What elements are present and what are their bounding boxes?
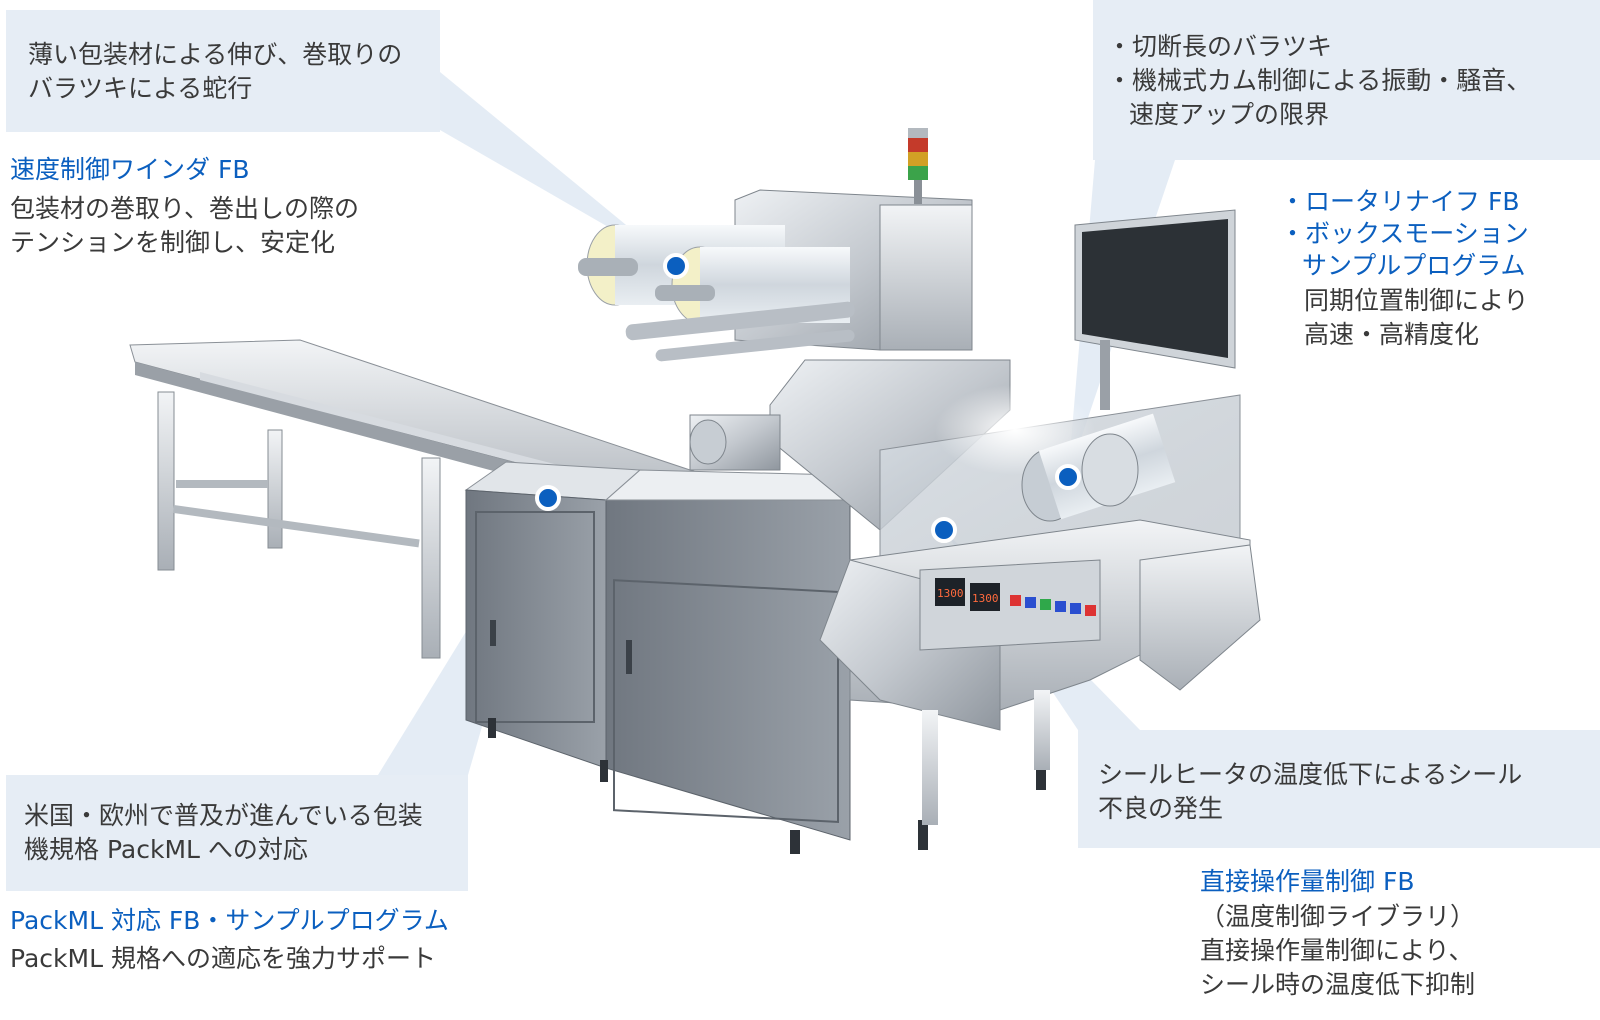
sealer-fb-desc-line-2: 直接操作量制御により、 [1200,936,1474,965]
sealer-fb-title: 直接操作量制御 FB [1200,867,1415,896]
panel-display-1: 1300 [937,587,964,600]
dot-sealer [931,517,957,543]
feed-unit [689,414,781,471]
packml-problem-line-1: 米国・欧州で普及が進んでいる包装 [24,801,423,830]
cutter-fb-title-1: ・ロータリナイフ FB [1280,187,1520,216]
winder-unit [578,189,973,362]
packml-problem-box: 米国・欧州で普及が進んでいる包装 機規格 PackML への対応 [6,775,468,891]
sealer-fb-desc: （温度制御ライブラリ） 直接操作量制御により、 シール時の温度低下抑制 [1200,900,1475,1002]
dot-winder [663,253,689,279]
cutter-problem-box: ・切断長のバラツキ ・機械式カム制御による振動・騒音、 速度アップの限界 [1093,0,1600,160]
cutter-problem-line-2: ・機械式カム制御による振動・騒音、 [1107,66,1532,95]
sealer-fb-desc-line-1: （温度制御ライブラリ） [1200,902,1476,931]
winder-fb-desc: 包装材の巻取り、巻出しの際の テンションを制御し、安定化 [10,192,359,260]
winder-fb-title: 速度制御ワインダ FB [10,155,250,184]
packml-fb-title: PackML 対応 FB・サンプルプログラム [10,906,449,935]
cutter-fb-titles: ・ロータリナイフ FB ・ボックスモーション サンプルプログラム [1280,186,1529,282]
callout-dots [535,253,1081,543]
sealer-problem-line-2: 不良の発生 [1098,794,1224,823]
signal-tower [908,128,928,204]
sealer-fb-desc-line-3: シール時の温度低下抑制 [1200,970,1476,999]
dot-cutter [1055,464,1081,490]
cutter-fb-desc-line-2: 高速・高精度化 [1304,320,1480,349]
winder-problem-line-1: 薄い包装材による伸び、巻取りの [28,40,403,69]
left-cabinet [464,461,882,841]
sealer-problem-line-1: シールヒータの温度低下によるシール [1098,760,1523,789]
packml-fb-desc: PackML 規格への適応を強力サポート [10,944,436,973]
cutter-fb-desc: 同期位置制御により 高速・高精度化 [1304,284,1529,352]
main-body: 1300 1300 [488,359,1261,854]
sealer-problem-box: シールヒータの温度低下によるシール 不良の発生 [1078,730,1600,848]
winder-problem-box: 薄い包装材による伸び、巻取りの バラツキによる蛇行 [6,10,440,132]
cutter-problem-line-1: ・切断長のバラツキ [1107,32,1333,61]
hmi-monitor [1074,209,1236,410]
cutter-fb-title-2: ・ボックスモーション [1280,219,1529,248]
winder-fb-desc-line-2: テンションを制御し、安定化 [10,228,336,257]
cutter-fb-title-3: サンプルプログラム [1302,251,1526,280]
packml-problem-line-2: 機規格 PackML への対応 [24,835,308,864]
winder-fb-desc-line-1: 包装材の巻取り、巻出しの際の [10,194,360,223]
cutter-fb-desc-line-1: 同期位置制御により [1304,286,1529,315]
winder-problem-line-2: バラツキによる蛇行 [28,74,253,103]
dot-packml [535,485,561,511]
panel-display-2: 1300 [972,592,999,605]
cutter-problem-line-3: 速度アップの限界 [1129,100,1330,129]
